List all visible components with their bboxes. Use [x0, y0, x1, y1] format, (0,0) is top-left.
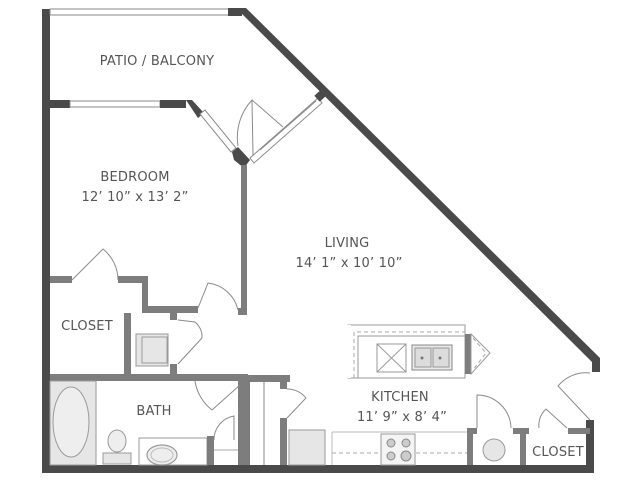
- entry-closet-label: CLOSET: [532, 445, 584, 460]
- room-labels: PATIO / BALCONY BEDROOM 12’ 10” x 13’ 2”…: [61, 54, 584, 460]
- utility-walls: [467, 372, 591, 465]
- refrigerator: [288, 429, 326, 466]
- kitchen-dimensions: 11’ 9” x 8’ 4”: [357, 410, 447, 425]
- bedroom-closet-label: CLOSET: [61, 319, 113, 334]
- closet-walls: [50, 248, 248, 381]
- bedroom-dimensions: 12’ 10” x 13’ 2”: [81, 190, 188, 205]
- living-dimensions: 14’ 1” x 10’ 10”: [295, 256, 402, 271]
- bedroom-patio-wall: [50, 90, 326, 168]
- toilet: [107, 429, 127, 453]
- washer-dryer: [135, 333, 169, 367]
- hall-walls: [194, 375, 307, 465]
- living-label: LIVING: [325, 236, 370, 251]
- kitchen-label: KITCHEN: [371, 390, 429, 405]
- bath-label: BATH: [136, 404, 171, 419]
- exterior-walls: [42, 8, 600, 473]
- bedroom-label: BEDROOM: [100, 170, 169, 185]
- bath-fixtures: [49, 380, 208, 466]
- bedroom-living-wall: [238, 165, 247, 315]
- patio-label: PATIO / BALCONY: [100, 54, 215, 69]
- stove: [380, 433, 416, 466]
- water-heater: [482, 438, 506, 462]
- kitchen-fixtures: [288, 324, 491, 466]
- bathtub: [52, 386, 90, 458]
